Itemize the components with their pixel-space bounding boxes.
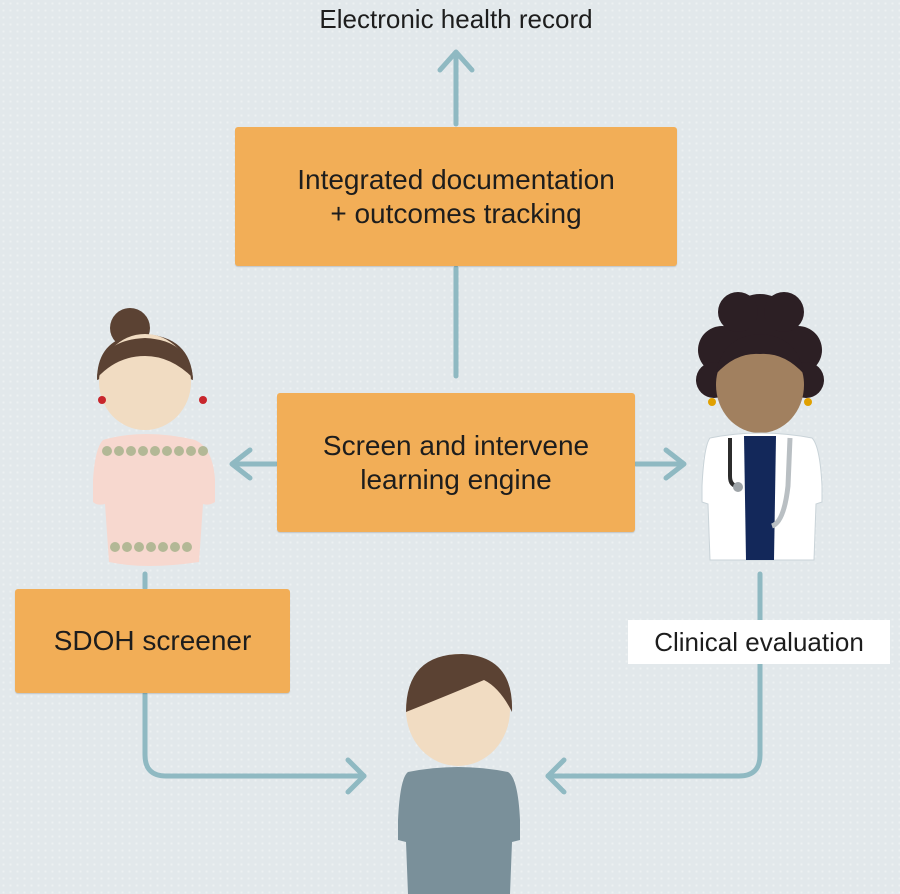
scrubs <box>744 436 776 560</box>
patient-figure <box>398 654 520 894</box>
ehr-label: Electronic health record <box>319 4 593 34</box>
documentation-box: Integrated documentation + outcomes trac… <box>235 127 677 266</box>
screener-person-figure <box>93 308 215 566</box>
screener-box: SDOH screener <box>15 589 290 693</box>
earring-left <box>98 396 106 404</box>
engine-to-doctor-head <box>663 447 687 481</box>
documentation-line-2: + outcomes tracking <box>330 197 582 229</box>
eval-to-patient-head <box>545 757 567 795</box>
blouse-pattern-bottom <box>110 542 192 552</box>
documentation-line-1: Integrated documentation <box>297 163 615 195</box>
engine-line-2: learning engine <box>360 463 552 495</box>
engine-box: Screen and intervene learning engine <box>277 393 635 532</box>
patient-hair <box>406 654 513 712</box>
engine-to-screener-head <box>229 447 253 481</box>
earring-right <box>199 396 207 404</box>
blouse-pattern-top <box>102 446 208 456</box>
screener-box-label: SDOH screener <box>53 625 252 656</box>
stethoscope-right <box>770 437 793 529</box>
engine-line-1: Screen and intervene <box>322 429 590 461</box>
hair-top <box>97 338 193 378</box>
patient-shirt <box>398 767 520 894</box>
doctor-earring-right <box>804 398 812 406</box>
doctor-figure <box>696 292 824 561</box>
blouse <box>93 434 215 566</box>
eval-to-patient-path <box>545 661 763 779</box>
clinical-evaluation-label: Clinical evaluation <box>628 620 890 664</box>
doctor-hair-front <box>716 334 804 374</box>
doctor-earring-left <box>708 398 716 406</box>
screener-to-patient-path <box>142 691 367 779</box>
doctor-face <box>716 337 804 433</box>
screener-to-patient-head <box>345 757 367 795</box>
ehr-arrow-head <box>437 49 475 73</box>
